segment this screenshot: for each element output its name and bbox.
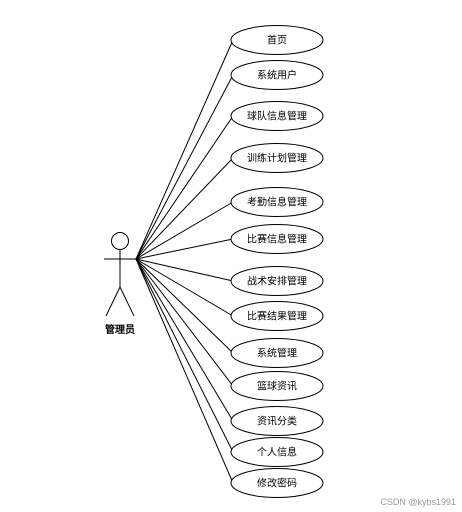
- use-case-label: 训练计划管理: [247, 152, 307, 165]
- use-cases: 首页系统用户球队信息管理训练计划管理考勤信息管理比赛信息管理战术安排管理比赛结果…: [230, 25, 324, 498]
- use-case-match-info: 比赛信息管理: [230, 224, 324, 254]
- use-case-ellipse: [230, 143, 324, 173]
- use-case-label: 球队信息管理: [247, 110, 307, 123]
- use-case-basketball-news: 篮球资讯: [230, 371, 324, 401]
- use-case-label: 篮球资讯: [257, 380, 297, 393]
- use-case-ellipse: [230, 371, 324, 401]
- use-case-attendance-info: 考勤信息管理: [230, 187, 324, 217]
- use-case-label: 首页: [267, 34, 287, 47]
- association-line-system-users: [135, 74, 234, 260]
- association-line-change-password: [135, 258, 234, 484]
- actor-figure: 管理员: [104, 232, 136, 336]
- use-case-match-results: 比赛结果管理: [230, 301, 324, 331]
- association-line-tactics: [135, 258, 234, 282]
- use-case-ellipse: [230, 406, 324, 436]
- use-case-ellipse: [230, 468, 324, 498]
- use-case-label: 资讯分类: [257, 415, 297, 428]
- use-case-label: 考勤信息管理: [247, 196, 307, 209]
- use-case-news-category: 资讯分类: [230, 406, 324, 436]
- use-case-tactics: 战术安排管理: [230, 266, 324, 296]
- association-line-team-info: [135, 115, 234, 260]
- actor-right-leg: [119, 286, 135, 317]
- use-case-label: 系统管理: [257, 347, 297, 360]
- use-case-label: 比赛结果管理: [247, 310, 307, 323]
- actor-head: [111, 232, 129, 250]
- actor-left-leg: [105, 286, 121, 317]
- association-line-training-plan: [135, 157, 234, 260]
- use-case-ellipse: [230, 25, 324, 55]
- use-case-ellipse: [230, 266, 324, 296]
- association-line-home: [135, 39, 234, 260]
- use-case-personal-info: 个人信息: [230, 437, 324, 467]
- association-lines: [135, 39, 234, 484]
- association-line-attendance-info: [135, 201, 234, 260]
- use-case-label: 战术安排管理: [247, 275, 307, 288]
- association-line-basketball-news: [135, 258, 234, 387]
- use-case-label: 修改密码: [257, 477, 297, 490]
- association-line-match-info: [135, 238, 234, 260]
- use-case-label: 个人信息: [257, 446, 297, 459]
- watermark: CSDN @kybs1991: [380, 497, 456, 507]
- use-case-ellipse: [230, 338, 324, 368]
- use-case-label: 比赛信息管理: [247, 233, 307, 246]
- use-case-ellipse: [230, 437, 324, 467]
- use-case-ellipse: [230, 224, 324, 254]
- use-case-training-plan: 训练计划管理: [230, 143, 324, 173]
- use-case-change-password: 修改密码: [230, 468, 324, 498]
- use-case-label: 系统用户: [257, 69, 297, 82]
- use-case-ellipse: [230, 101, 324, 131]
- use-case-system-users: 系统用户: [230, 60, 324, 90]
- use-case-home: 首页: [230, 25, 324, 55]
- association-line-match-results: [135, 258, 234, 317]
- association-line-news-category: [135, 258, 234, 422]
- use-case-team-info: 球队信息管理: [230, 101, 324, 131]
- use-case-system-admin: 系统管理: [230, 338, 324, 368]
- actor-label: 管理员: [105, 323, 135, 336]
- association-line-personal-info: [135, 258, 234, 453]
- association-line-system-admin: [135, 258, 234, 354]
- use-case-ellipse: [230, 301, 324, 331]
- use-case-ellipse: [230, 60, 324, 90]
- use-case-ellipse: [230, 187, 324, 217]
